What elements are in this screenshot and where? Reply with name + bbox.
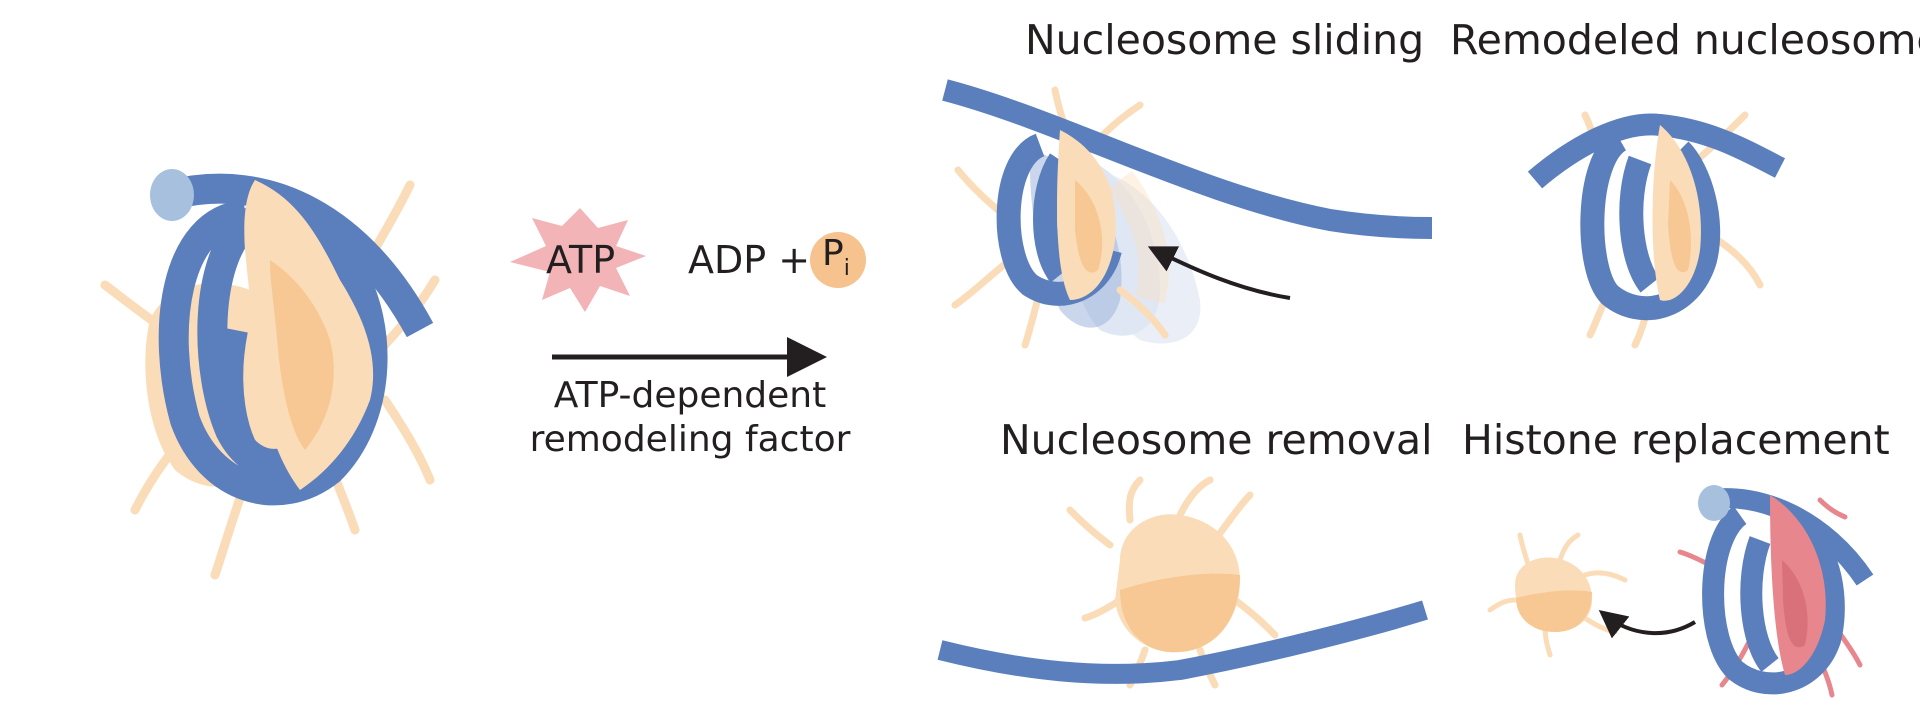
nucleosome-remodeled [1527, 111, 1786, 349]
replacement-arrow [1598, 610, 1697, 639]
nucleosome-removal [937, 476, 1428, 689]
adp-plus-label: ADP + [688, 238, 811, 282]
pi-subscript: i [843, 256, 850, 281]
factor-label-line2: remodeling factor [529, 419, 851, 460]
pi-main-text: P [822, 233, 844, 274]
sliding-title: Nucleosome sliding [1025, 16, 1425, 64]
atp-label: ATP [546, 238, 616, 282]
factor-label-line1: ATP-dependent [553, 375, 827, 416]
nucleosome-sliding [942, 79, 1433, 349]
nucleosome-original [100, 169, 440, 580]
remodeled-title: Remodeled nucleosome [1450, 16, 1920, 64]
sliding-arrow [1147, 246, 1291, 300]
pi-label: Pi [822, 233, 850, 280]
atp-star-icon [510, 208, 646, 312]
atp-star-group [510, 208, 646, 312]
replacement-title: Histone replacement [1462, 416, 1890, 464]
pi-circle-icon [810, 232, 866, 288]
removal-title: Nucleosome removal [1000, 416, 1433, 464]
histone-replacement [1487, 485, 1874, 698]
